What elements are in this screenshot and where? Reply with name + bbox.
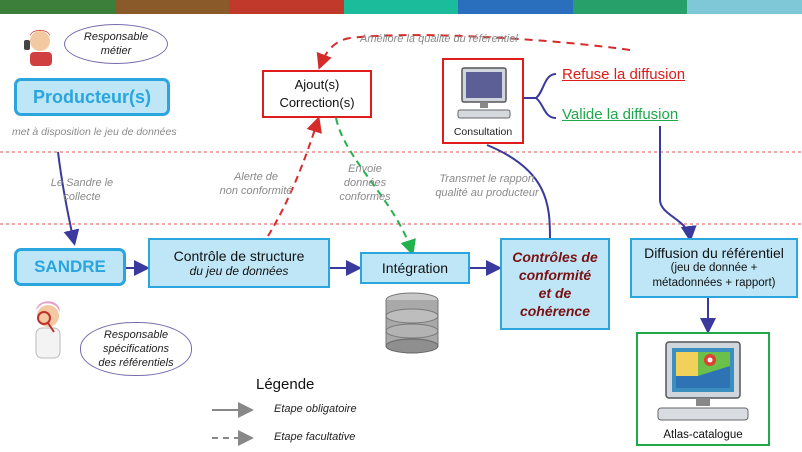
sandre-label: SANDRE [34, 257, 106, 276]
legend-title-text: Légende [256, 376, 315, 393]
ajout-correction-node: Ajout(s) Correction(s) [262, 70, 372, 118]
top-bar-segment [687, 0, 802, 14]
top-bar-segment [114, 0, 230, 14]
bubble-metier-text: Responsable métier [83, 31, 149, 57]
arrow-ameliore-dashed [316, 34, 631, 70]
label-transmet-text: Transmet le rapport qualité au producteu… [435, 173, 539, 199]
controle-structure-node: Contrôle de structure du jeu de données [148, 238, 330, 288]
diffusion-sub: (jeu de donnée + métadonnées + rapport) [652, 262, 776, 289]
top-bar-segment [229, 0, 344, 14]
ajout-correction-label: Ajout(s) Correction(s) [279, 77, 355, 110]
controle-structure-sub: du jeu de données [189, 264, 289, 278]
integration-label: Intégration [381, 260, 449, 276]
refuse-text: Refuse la diffusion [562, 66, 686, 83]
legend-optional-text: Etape facultative [274, 431, 356, 443]
top-color-bar [0, 0, 802, 14]
label-alerte: Alerte de non conformité [206, 170, 306, 198]
speech-bubble-specs: Responsable spécifications des référenti… [80, 322, 192, 376]
label-alerte-text: Alerte de non conformité [219, 171, 293, 197]
atlas-catalogue-node: Atlas-catalogue [636, 332, 770, 446]
producteur-node: Producteur(s) [14, 78, 170, 116]
refuse-diffusion-label: Refuse la diffusion [562, 66, 685, 83]
atlas-label: Atlas-catalogue [663, 429, 743, 441]
diffusion-node: Diffusion du référentiel (jeu de donnée … [630, 238, 798, 298]
legend-title: Légende [256, 376, 314, 393]
top-bar-segment [572, 0, 688, 14]
legend-mandatory-text: Etape obligatoire [274, 403, 357, 415]
valide-text: Valide la diffusion [562, 106, 679, 123]
label-ameliore-text: Améliore la qualité du référentiel [360, 33, 518, 45]
bubble-specs-text: Responsable spécifications des référenti… [98, 329, 174, 369]
label-collecte-text: Le Sandre le collecte [50, 177, 114, 203]
consultation-label: Consultation [453, 126, 513, 138]
controle-structure-title: Contrôle de structure [173, 248, 305, 264]
arrow-producteur-to-sandre [57, 151, 80, 246]
diffusion-title: Diffusion du référentiel [644, 245, 784, 261]
label-envoie: Envoie données conformes [330, 162, 400, 204]
label-transmet: Transmet le rapport qualité au producteu… [412, 172, 562, 200]
legend-optional: Etape facultative [274, 431, 355, 443]
label-met-a-dispo: met à disposition le jeu de données [12, 125, 222, 139]
integration-node: Intégration [360, 252, 470, 284]
top-bar-segment [0, 0, 115, 14]
legend-mandatory: Etape obligatoire [274, 403, 357, 415]
top-bar-segment [343, 0, 459, 14]
controles-conformite-node: Contrôles de conformité et de cohérence [500, 238, 610, 330]
top-bar-segment [458, 0, 573, 14]
controles-conformite-label: Contrôles de conformité et de cohérence [512, 249, 598, 319]
map-computer-icon [657, 341, 749, 421]
arrow-conformite-to-consultation [486, 144, 551, 239]
valide-diffusion-label: Valide la diffusion [562, 106, 678, 123]
label-collecte: Le Sandre le collecte [32, 176, 132, 204]
arrow-envoie-dashed [335, 117, 416, 256]
label-envoie-text: Envoie données conformes [339, 163, 391, 203]
speech-bubble-metier: Responsable métier [64, 24, 168, 64]
label-met-a-dispo-text: met à disposition le jeu de données [12, 126, 177, 138]
sandre-node: SANDRE [14, 248, 126, 286]
consultation-node: Consultation [442, 58, 524, 144]
label-ameliore: Améliore la qualité du référentiel [360, 32, 570, 46]
producteur-label: Producteur(s) [32, 86, 151, 107]
arrow-valide-to-diffusion [659, 126, 697, 242]
computer-icon [457, 67, 511, 119]
arrow-alerte-dashed [267, 116, 322, 237]
